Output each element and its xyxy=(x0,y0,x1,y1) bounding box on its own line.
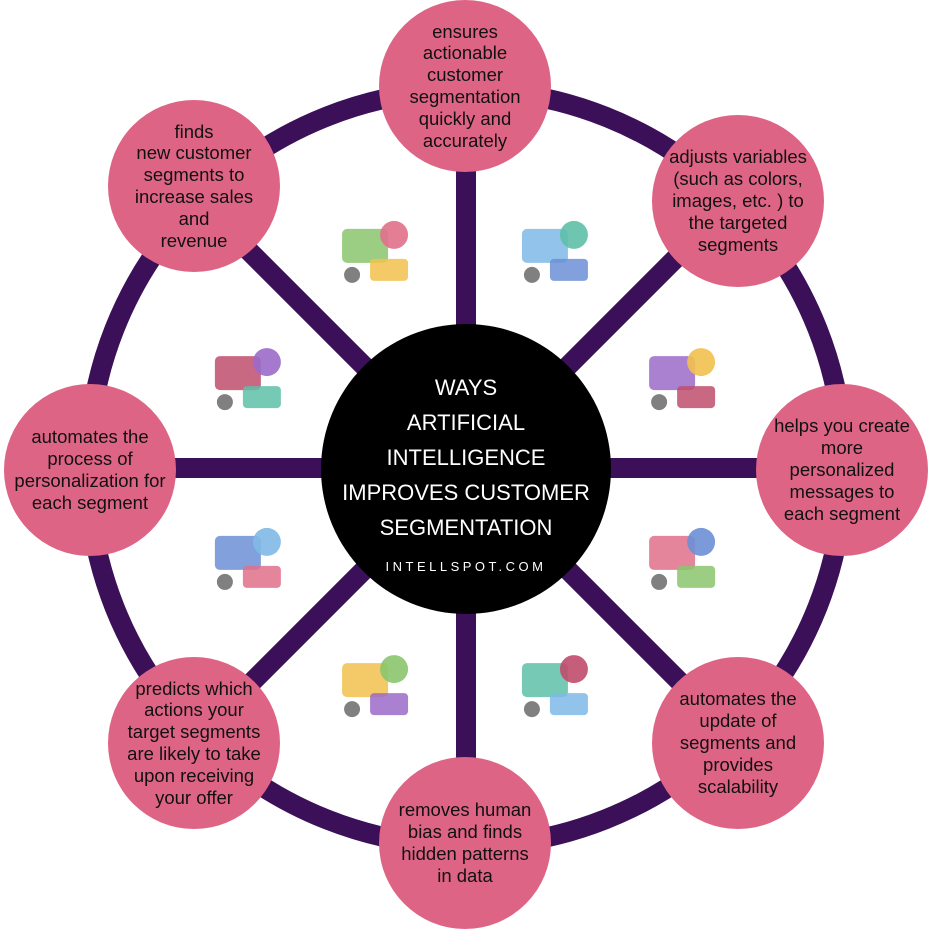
node-text: automates the update of segments and pro… xyxy=(679,688,797,797)
node-text: helps you create more personalized messa… xyxy=(774,415,910,524)
node-text: removes human bias and finds hidden patt… xyxy=(398,799,532,886)
paint-hand-illustration xyxy=(649,348,716,411)
shopping-woman-illustration xyxy=(342,220,409,283)
node-text: predicts which actions your target segme… xyxy=(127,677,261,808)
node-automate-personalization: automates the process of personalization… xyxy=(4,384,176,556)
node-remove-bias: removes human bias and finds hidden patt… xyxy=(379,757,551,929)
node-adjust-variables: adjusts variables (such as colors, image… xyxy=(652,115,824,287)
node-actionable-segmentation: ensures actionable customer segmentation… xyxy=(379,0,551,172)
node-text: ensures actionable customer segmentation… xyxy=(409,20,521,151)
node-predict-actions: predicts which actions your target segme… xyxy=(108,657,280,829)
node-text: finds new customer segments to increase … xyxy=(134,120,254,251)
site-name: INTELLSPOT.COM xyxy=(385,559,547,575)
node-find-segments: finds new customer segments to increase … xyxy=(108,100,280,272)
center-hub: WAYS ARTIFICIAL INTELLIGENCE IMPROVES CU… xyxy=(321,324,611,614)
analytics-people-illustration xyxy=(521,655,588,718)
node-text: automates the process of personalization… xyxy=(14,426,166,513)
growth-arrow-illustration xyxy=(214,527,281,590)
laptop-alert-illustration xyxy=(342,655,409,718)
shopping-man-illustration xyxy=(649,527,716,590)
node-text: adjusts variables (such as colors, image… xyxy=(669,146,807,255)
diagram-title: WAYS ARTIFICIAL INTELLIGENCE IMPROVES CU… xyxy=(342,374,590,541)
node-personalized-messages: helps you create more personalized messa… xyxy=(756,384,928,556)
presentation-board-illustration xyxy=(214,348,281,411)
business-team-illustration xyxy=(521,220,588,283)
node-automate-update: automates the update of segments and pro… xyxy=(652,657,824,829)
